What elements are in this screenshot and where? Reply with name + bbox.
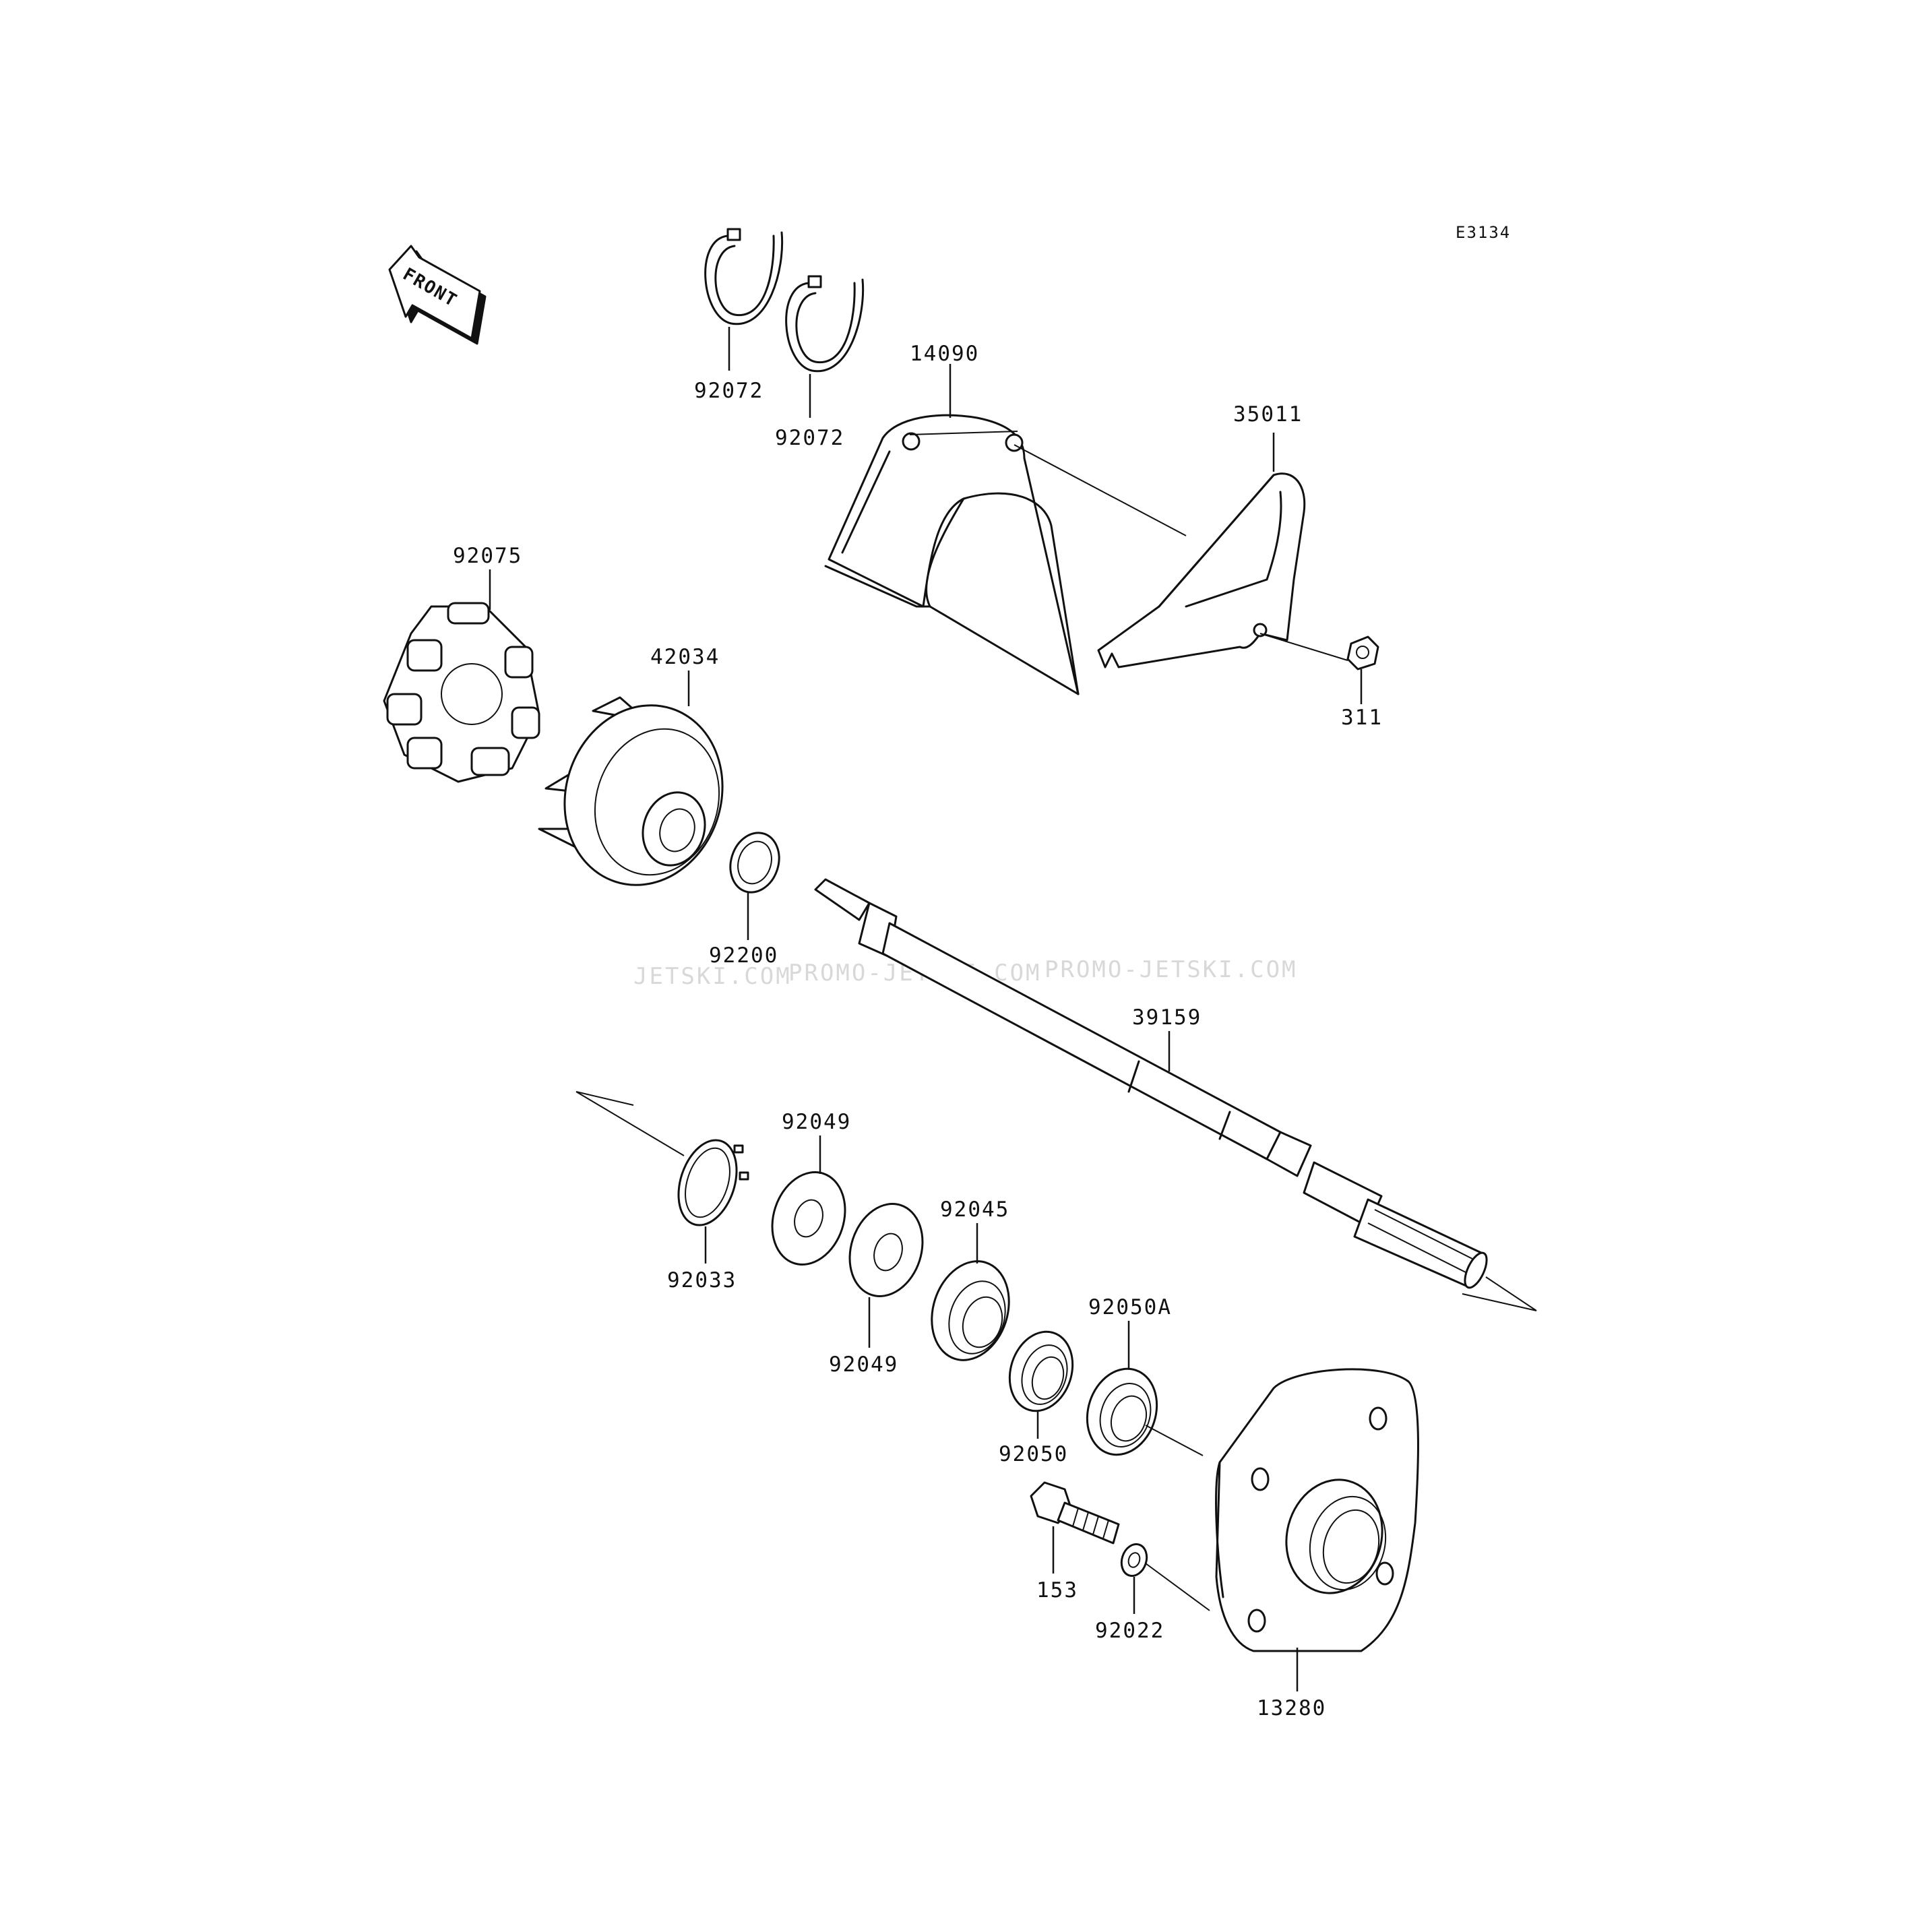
label-92050: 92050: [999, 1442, 1068, 1466]
label-14090: 14090: [910, 342, 979, 366]
label-92033: 92033: [667, 1268, 737, 1292]
label-92049-a: 92049: [782, 1110, 851, 1134]
label-92022: 92022: [1095, 1619, 1164, 1643]
bearing-housing-13280: [1215, 1368, 1419, 1652]
label-92050A: 92050A: [1088, 1295, 1172, 1319]
diagram-code: E3134: [1456, 223, 1511, 242]
label-39159: 39159: [1132, 1005, 1202, 1030]
part-labels: 92072 92072 14090 35011 311 92075 42034 …: [453, 342, 1383, 1720]
bearing-92045: [931, 1260, 1010, 1361]
washer-92022: [1120, 1543, 1148, 1577]
nut-311: [1346, 635, 1379, 671]
bearing-92050: [1008, 1330, 1074, 1412]
bolt-153: [1030, 1481, 1120, 1545]
label-35011: 35011: [1233, 402, 1303, 427]
front-direction-arrow-icon: FRONT: [388, 245, 487, 345]
washer-92200: [729, 832, 780, 894]
label-92049-b: 92049: [829, 1352, 898, 1377]
label-311: 311: [1341, 706, 1383, 730]
label-92200: 92200: [709, 943, 778, 968]
bearing-92050A: [1086, 1367, 1158, 1456]
oil-seal-92049-b: [848, 1203, 924, 1297]
label-92072-a: 92072: [694, 379, 764, 403]
drive-shaft-39159: [814, 878, 1488, 1289]
impeller-42034: [538, 696, 724, 886]
label-92072-b: 92072: [775, 426, 844, 450]
label-42034: 42034: [650, 645, 720, 669]
cover-14090: [824, 414, 1080, 695]
watermark-text-1: JETSKI.COM: [633, 963, 792, 990]
clamp-92072-b: [785, 275, 865, 373]
label-153: 153: [1036, 1578, 1078, 1602]
label-13280: 13280: [1257, 1696, 1326, 1720]
label-92075: 92075: [453, 544, 522, 568]
oil-seal-92049-a: [771, 1171, 846, 1266]
circlip-92033: [677, 1139, 749, 1226]
watermark-text-3: PROMO-JETSKI.COM: [1045, 956, 1298, 983]
coupling-damper-92075: [383, 602, 540, 783]
clamp-92072-a: [704, 228, 784, 325]
label-92045: 92045: [940, 1197, 1009, 1222]
